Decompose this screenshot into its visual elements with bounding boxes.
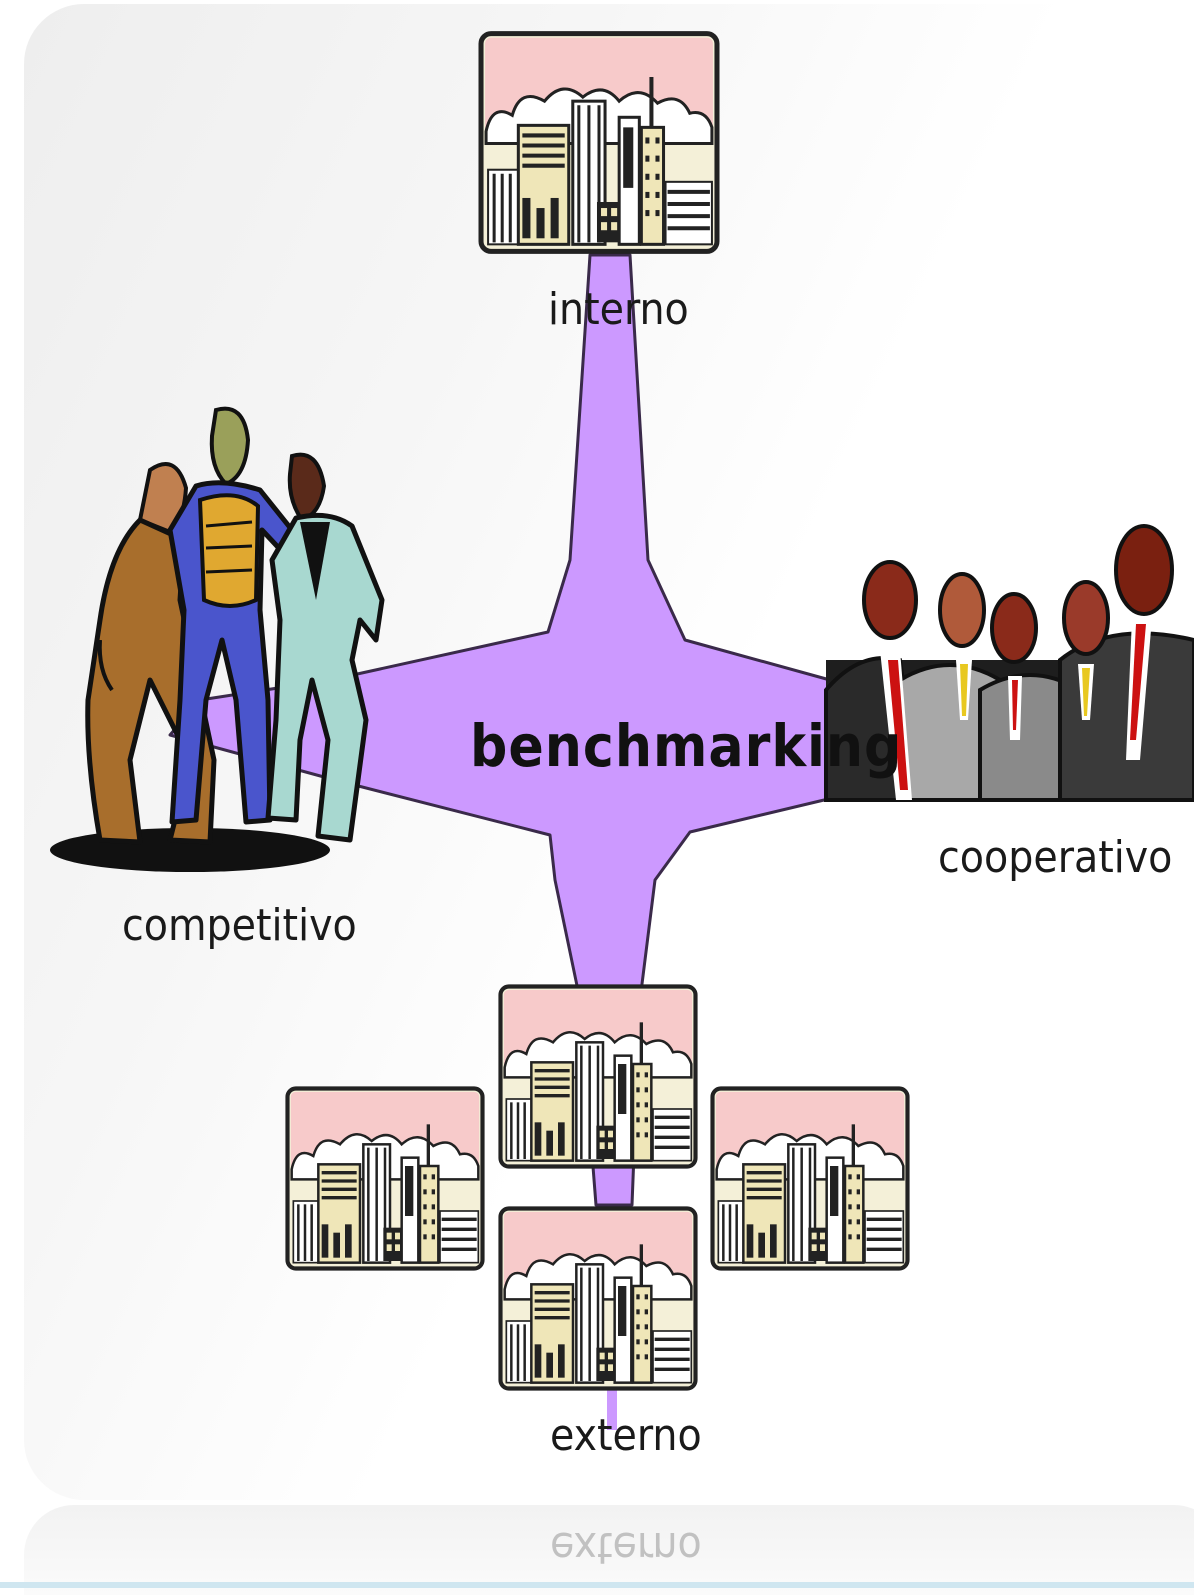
- bottom-strip: [0, 1582, 1194, 1588]
- interno-label: interno: [548, 284, 689, 335]
- center-label: benchmarking: [470, 712, 903, 780]
- slide-reflection: [24, 1505, 1194, 1595]
- externo-label: externo: [550, 1410, 702, 1461]
- competitivo-businessmen-icon: [50, 406, 385, 872]
- cooperativo-label: cooperativo: [938, 832, 1173, 883]
- interno-city-icon: [481, 34, 717, 252]
- competitivo-label: competitivo: [122, 900, 357, 951]
- cooperativo-business-group-icon: [824, 524, 1194, 802]
- externo-reflection-label: externo: [550, 1522, 702, 1573]
